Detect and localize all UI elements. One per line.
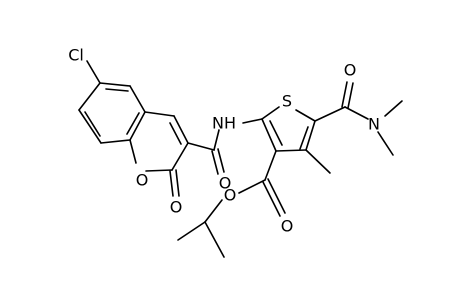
- bond-c6-c5: [99, 82, 131, 87]
- bond-o1-c8a: [129, 139, 137, 164]
- bond-aromatic-inner-3: [84, 111, 101, 137]
- bond-c8a-c8: [100, 139, 131, 144]
- bond-c2-o1: [145, 169, 173, 172]
- thiophene-sulfur-label: S: [282, 92, 292, 111]
- atom-labels: Cl O O O NH S O N O O: [68, 46, 380, 236]
- bond-c5t-c4t: [305, 120, 316, 151]
- bond-c4a-c4: [144, 111, 175, 117]
- bond-cester-o-a: [262, 181, 281, 217]
- bond-aromatic-inner-1: [105, 88, 129, 92]
- bond-c4-c3-outer: [173, 115, 189, 144]
- bond-c3t-c2t-inner: [269, 120, 283, 146]
- amide-nh-label: NH: [212, 114, 236, 133]
- benzene-ring-bonds: [78, 60, 146, 144]
- bond-cester-o-b: [267, 178, 286, 214]
- bond-c4a-c8a: [129, 111, 146, 141]
- bond-c2t-s: [261, 106, 280, 120]
- ester-bonds: [177, 150, 286, 258]
- bond-ccarbamoyl-n: [344, 106, 369, 120]
- bond-c5t-c4t-inner: [299, 126, 309, 150]
- bond-c4-c3-inner: [169, 122, 182, 145]
- bond-c7-c6: [78, 82, 101, 111]
- bond-c2-o-carbonyl-b: [175, 169, 180, 197]
- bond-aromatic-inner-2: [126, 112, 140, 135]
- bond-nh-c2t: [242, 118, 263, 124]
- ester-carbonyl-oxygen-label: O: [281, 217, 294, 236]
- bond-oether-ch: [204, 199, 223, 223]
- bond-c5t-ccarbamoyl: [314, 106, 346, 122]
- thiophene-ring-bonds: [242, 106, 316, 152]
- carbamoyl-oxygen-label: O: [344, 61, 357, 80]
- bond-c2-o-carbonyl-a: [169, 170, 174, 197]
- bond-c3t-c2t: [261, 118, 277, 152]
- amide-oxygen-label: O: [219, 174, 232, 193]
- bond-c5-c4a: [129, 85, 146, 113]
- bond-c3t-cester: [264, 150, 277, 181]
- dimethylamino-nitrogen-label: N: [368, 115, 380, 134]
- amide-bonds: [187, 129, 225, 175]
- bond-camide-o-a: [211, 150, 219, 175]
- lactone-ring-oxygen-label: O: [136, 171, 149, 190]
- bond-s-c5t: [295, 109, 316, 122]
- bond-ccarbamoyl-o-a: [341, 81, 348, 108]
- bond-ch-methyl-down: [204, 221, 225, 258]
- lactone-carbonyl-oxygen-label: O: [170, 198, 183, 217]
- bond-n-methyl-1: [384, 100, 403, 117]
- bond-ccarbamoyl-o-b: [347, 82, 354, 109]
- bond-c8-c7: [78, 109, 102, 144]
- bond-c3-camide: [187, 142, 215, 151]
- bond-c4t-c3t: [275, 149, 307, 152]
- bond-c4t-methyl: [305, 149, 331, 174]
- substituent-bonds: [305, 81, 403, 174]
- pyranone-ring-bonds: [129, 111, 189, 197]
- bond-c3-c2: [171, 142, 189, 171]
- bond-camide-nh: [213, 129, 220, 151]
- bond-cester-oether: [238, 179, 266, 194]
- bond-camide-o-b: [217, 148, 225, 173]
- bond-ch-methyl-left: [177, 221, 206, 241]
- ester-ether-oxygen-label: O: [224, 186, 237, 205]
- chlorine-atom-label: Cl: [68, 46, 84, 65]
- bond-cl-c6: [86, 60, 101, 84]
- bond-n-methyl-2: [377, 131, 394, 156]
